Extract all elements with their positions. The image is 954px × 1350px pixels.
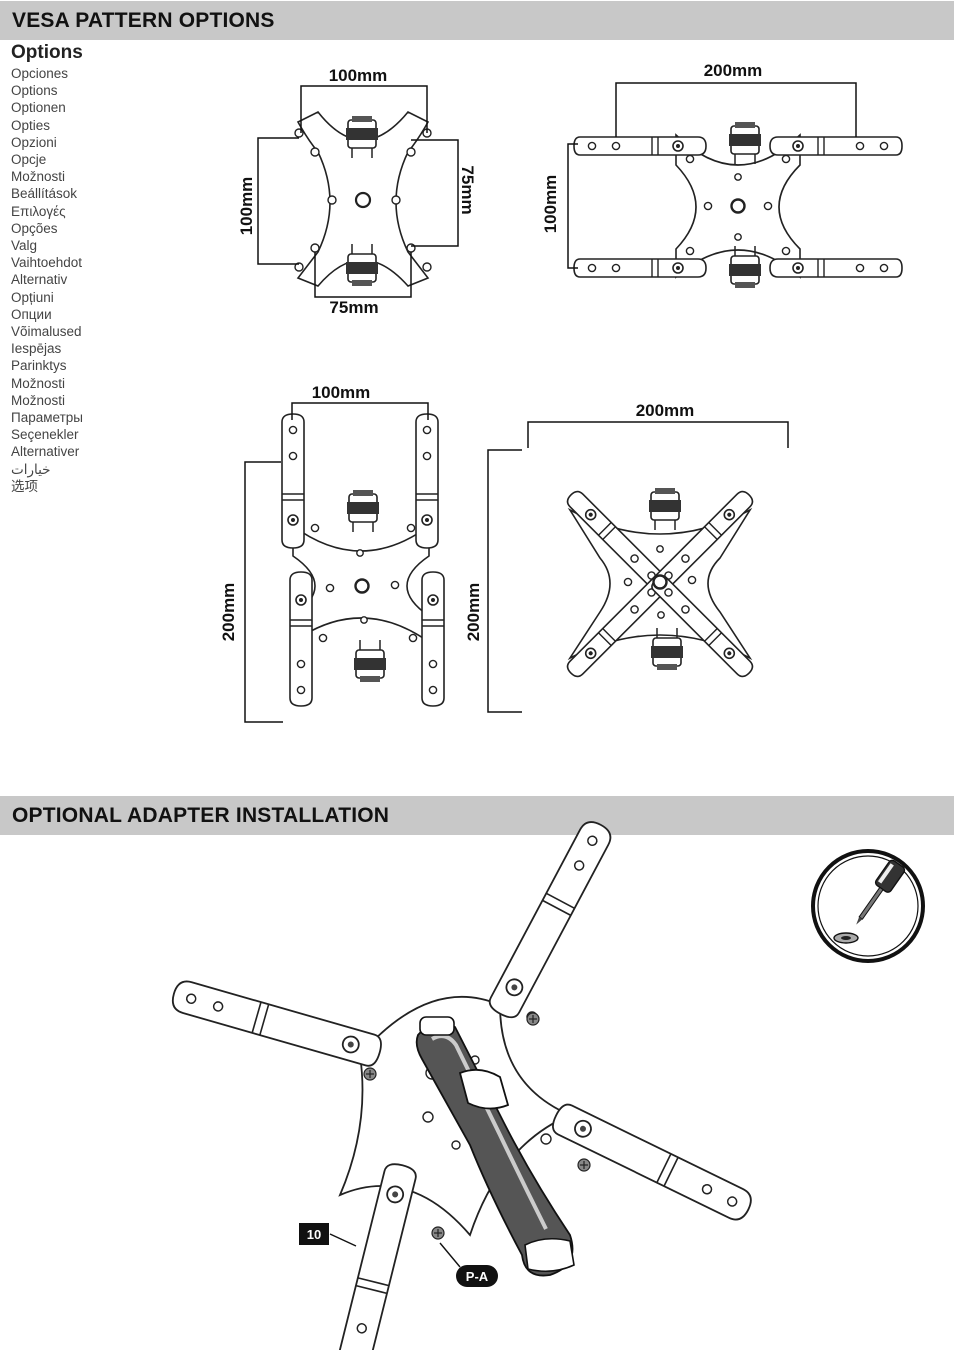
vesa-diagram-200-200: 200mm 200mm: [464, 401, 789, 713]
options-translation-item: Opțiuni: [11, 289, 54, 305]
options-translation-item: Alternativ: [11, 272, 68, 288]
options-translation-item: Alternativer: [11, 444, 80, 460]
section-title-vesa: VESA PATTERN OPTIONS: [12, 8, 275, 32]
options-translation-item: Параметры: [11, 410, 83, 426]
dim-label-left: 200mm: [464, 583, 483, 642]
options-translation-item: Опции: [11, 306, 52, 322]
options-translation-item: Možnosti: [11, 375, 66, 391]
vesa-diagram-100-200: 100mm 200mm: [219, 383, 445, 723]
options-translation-item: Parinktys: [11, 358, 67, 374]
part-number-callout: 10: [299, 1223, 329, 1245]
options-translation-item: Options: [11, 83, 58, 99]
options-translation-item: خيارات: [11, 461, 51, 477]
vesa-diagram-100-75: 100mm 75mm 100mm 75mm: [237, 66, 477, 317]
section-header-adapter: OPTIONAL ADAPTER INSTALLATION: [0, 796, 954, 835]
dim-label-left: 100mm: [541, 175, 560, 234]
options-translation-item: Beállítások: [11, 186, 78, 202]
options-translation-item: Võimalused: [11, 324, 82, 340]
adapter-installation-illustration: [168, 816, 757, 1350]
section-title-adapter: OPTIONAL ADAPTER INSTALLATION: [12, 803, 390, 827]
dim-label-top: 100mm: [329, 66, 388, 85]
options-translation-item: Iespējas: [11, 341, 62, 357]
section-header-vesa: VESA PATTERN OPTIONS: [0, 1, 954, 40]
options-translation-item: Seçenekler: [11, 427, 79, 443]
options-translation-item: Opties: [11, 117, 51, 133]
options-translation-item: Επιλογές: [11, 203, 66, 219]
options-translation-item: Opzioni: [11, 134, 57, 150]
dim-label-top: 200mm: [704, 61, 763, 80]
options-translation-item: Valg: [11, 238, 38, 254]
options-translation-item: 选项: [11, 478, 38, 494]
dim-label-left: 200mm: [219, 583, 238, 642]
part-label-callout: P-A: [456, 1265, 498, 1287]
vesa-diagram-200-100: 200mm 100mm: [541, 61, 903, 289]
dim-label-bottom: 75mm: [329, 298, 378, 317]
options-translation-item: Opcje: [11, 152, 47, 168]
options-translation-item: Optionen: [11, 100, 66, 116]
options-translation-item: Vaihtoehdot: [11, 255, 83, 271]
options-translation-item: Opciones: [11, 66, 69, 81]
screwdriver-icon: [811, 849, 925, 963]
options-translation-item: Možnosti: [11, 169, 66, 185]
dim-label-top: 200mm: [636, 401, 695, 420]
dim-label-left: 100mm: [237, 177, 256, 236]
options-translation-item: Možnosti: [11, 392, 66, 408]
options-translation-item: Opções: [11, 220, 58, 236]
dim-label-top: 100mm: [312, 383, 371, 402]
options-title: Options: [11, 42, 83, 63]
dim-label-right: 75mm: [458, 165, 477, 214]
